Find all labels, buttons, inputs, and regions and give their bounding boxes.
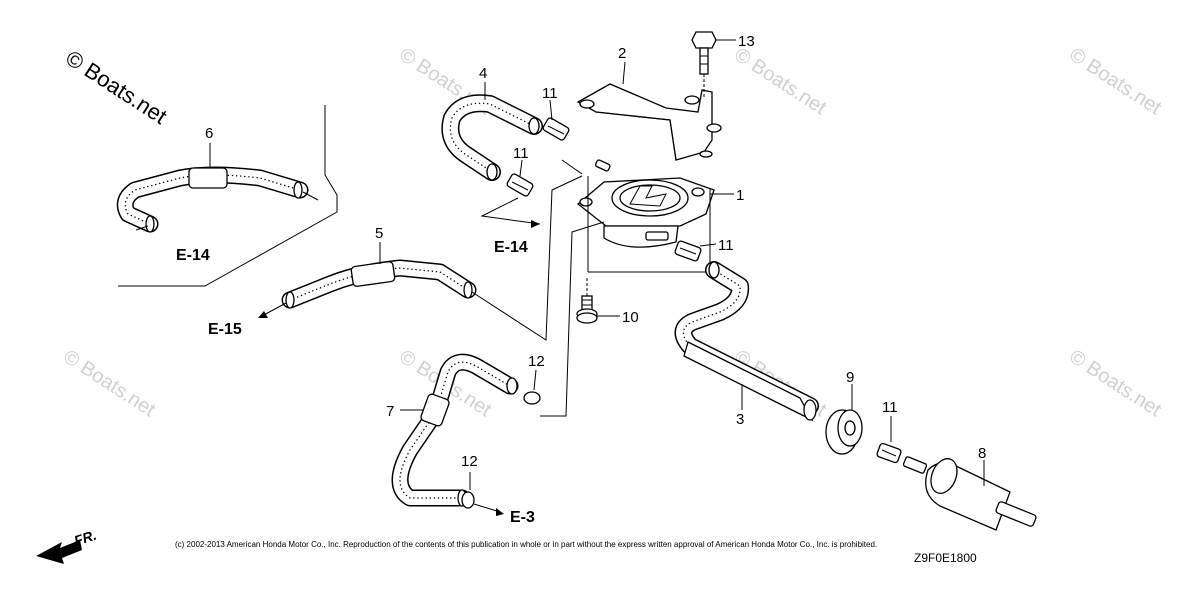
ref-e15: E-15 [208, 321, 242, 338]
e3-arrow [473, 503, 504, 516]
callout-12-lower: 12 [461, 453, 478, 470]
e15-arrow [258, 302, 287, 318]
grommet-part-9 [825, 384, 863, 455]
callout-5: 5 [375, 225, 383, 242]
callout-9: 9 [846, 369, 854, 386]
callout-8: 8 [978, 445, 986, 462]
watermark: © Boats.net [1065, 346, 1165, 422]
clip-part-12-upper [523, 369, 541, 405]
fuel-pump-part-1 [576, 159, 734, 248]
callout-11-filter: 11 [882, 399, 898, 416]
callout-11-pump: 11 [718, 237, 734, 254]
watermark: © Boats.net [1065, 44, 1165, 120]
callout-11-second: 11 [513, 145, 529, 162]
callout-3: 3 [736, 411, 744, 428]
fuel-filter-part-8 [902, 456, 1037, 531]
diagram-code: Z9F0E1800 [914, 551, 977, 565]
group-lines [561, 159, 711, 273]
callout-10: 10 [622, 309, 639, 326]
bracket-part-2 [576, 61, 722, 161]
clip-part-12-lower [461, 472, 475, 509]
hose-part-3 [674, 261, 819, 422]
clamp-part-11-filter [876, 416, 902, 464]
panel-outline [118, 105, 338, 287]
front-arrow: FR. [36, 527, 98, 564]
callout-1: 1 [736, 187, 744, 204]
callout-2: 2 [618, 45, 626, 62]
copyright-notice: (c) 2002-2013 American Honda Motor Co., … [175, 540, 877, 549]
brand-watermark: © Boats.net [61, 45, 171, 129]
callout-12-upper: 12 [528, 353, 545, 370]
ref-e3: E-3 [510, 509, 535, 526]
watermark: © Boats.net [59, 346, 159, 422]
screw-part-10 [576, 278, 620, 324]
e14-arrow-mid [480, 197, 541, 228]
hose-part-4 [441, 82, 543, 181]
callout-6: 6 [205, 125, 213, 142]
hose-sleeve [188, 167, 228, 189]
callout-11-top: 11 [542, 85, 558, 102]
clamp-part-11-top [542, 99, 570, 141]
hose-part-6 [116, 143, 319, 233]
hose-part-5 [281, 242, 477, 309]
watermark: © Boats.net [730, 44, 830, 120]
callout-labels: 1 2 3 4 5 6 7 8 9 10 11 11 11 11 12 12 1… [205, 33, 986, 470]
callout-13: 13 [738, 33, 755, 50]
clamp-part-11-pump [674, 240, 717, 262]
bolt-part-13 [691, 31, 736, 98]
connector-lines [471, 175, 605, 417]
ref-e14-mid: E-14 [494, 239, 528, 256]
clamp-part-11-second [506, 159, 534, 197]
ref-e14-left: E-14 [176, 247, 210, 264]
callout-7: 7 [386, 403, 394, 420]
front-marker: FR. [72, 527, 98, 549]
callout-4: 4 [479, 65, 487, 82]
